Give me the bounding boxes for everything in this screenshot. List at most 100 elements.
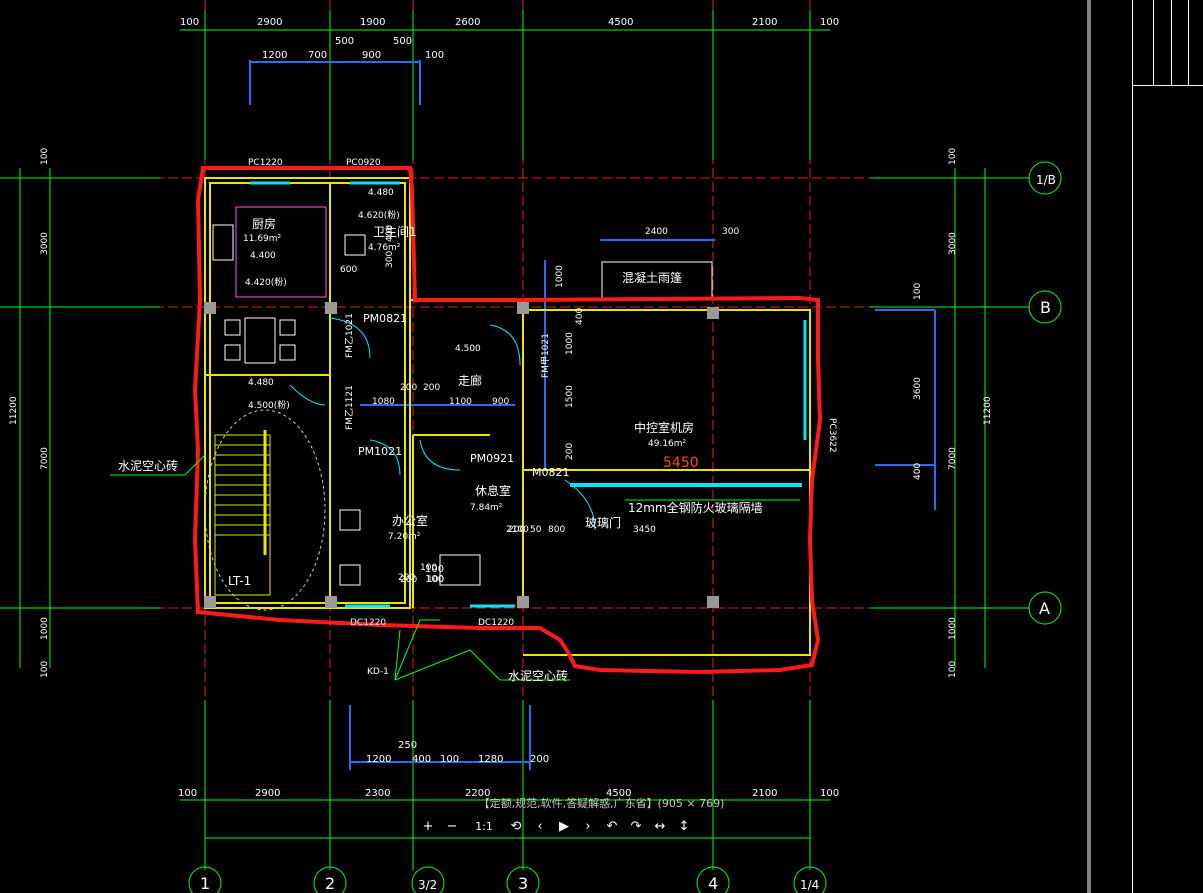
dim-left-1: 3000 [40, 232, 50, 255]
door-pc0920: PC0920 [346, 158, 381, 168]
dim-detail-2: 900 [362, 50, 381, 61]
leaders [110, 454, 800, 681]
room-labels: 厨房 11.69m² 卫生间1 4.76m² 走廊 中控室机房 49.16m² … [228, 216, 694, 588]
doors-annotations [250, 181, 807, 608]
detail-dims [249, 60, 936, 770]
walls [204, 177, 811, 656]
reset-icon[interactable]: ⟲ [510, 819, 522, 834]
axis-row-b: B [1040, 298, 1051, 317]
note-kd: KD-1 [367, 667, 389, 677]
level-5: 4.480 [248, 378, 274, 388]
room-corridor: 走廊 [458, 373, 482, 388]
play-button[interactable]: ▶ [559, 819, 569, 834]
door-pc3622: PC3622 [827, 418, 837, 453]
dim-bottom-6: 100 [820, 788, 839, 799]
dim-bottom-3: 2200 [465, 788, 490, 799]
level-marks: 4.480 4.620(粉) 4.400 4.420(粉) 4.500 4.48… [245, 188, 481, 411]
door-fm1021: FM乙1021 [344, 313, 355, 358]
level-4: 4.500 [455, 344, 481, 354]
dim-detail-0: 1200 [262, 50, 287, 61]
dim-top-0: 100 [180, 17, 199, 28]
dim-rinner-1: 3600 [913, 377, 923, 400]
right-dim-labels: 100 3000 11200 7000 1000 100 100 3600 40… [913, 148, 993, 678]
room-kitchen: 厨房 [252, 216, 276, 231]
dim-top-4: 4500 [608, 17, 633, 28]
idim-cn-0: 2400 [645, 227, 668, 237]
axis-col-2: 2 [325, 874, 335, 893]
level-6: 4.500(粉) [248, 399, 290, 411]
idim-c-3: 1100 [449, 397, 472, 407]
dim-rinner-2: 400 [913, 463, 923, 480]
dim-top-sub-1: 500 [393, 36, 412, 47]
zoom-out-button[interactable]: − [446, 819, 458, 834]
dim-left-3: 7000 [40, 447, 50, 470]
idim-of-2: 100 [427, 575, 444, 585]
kitchen-fixtures [235, 206, 327, 298]
dim-bextra-2: 100 [425, 574, 444, 585]
idim-g-3: 3450 [633, 525, 656, 535]
dim-bdetail-0: 1200 [366, 754, 391, 765]
bottom-dim-labels: 100 2900 2300 2200 4500 2100 100 1200 40… [178, 564, 839, 799]
idim-bv-1: 400 [385, 225, 395, 242]
frame-lines [1087, 0, 1091, 893]
dim-top-3: 2600 [455, 17, 480, 28]
room-stair: LT-1 [228, 574, 251, 588]
dim-top-6: 100 [820, 17, 839, 28]
title-block-col [1153, 0, 1154, 85]
door-dc1220-a: DC1220 [350, 618, 386, 628]
dim-bextra-1: 100 [425, 564, 444, 575]
axis-row-1b: 1/B [1036, 173, 1056, 187]
prev-button[interactable]: ‹ [537, 819, 543, 834]
idim-cv-0: 400 [575, 308, 585, 325]
stair-lt1 [204, 409, 326, 611]
fit-width-icon[interactable]: ↔ [654, 819, 666, 834]
axis-bubbles [188, 161, 1062, 893]
room-rest: 休息室 [475, 483, 511, 498]
note-glass-door: 玻璃门 [585, 515, 621, 530]
room-office: 办公室 [392, 513, 428, 528]
area-kitchen: 11.69m² [243, 234, 282, 244]
dim-top-1: 2900 [257, 17, 282, 28]
idim-c-4: 900 [492, 397, 509, 407]
area-control: 49.16m² [648, 439, 687, 449]
rotate-left-icon[interactable]: ↶ [606, 819, 618, 834]
idim-of-0: 100 [420, 563, 437, 573]
idim-bv-3: 600 [340, 265, 357, 275]
axis-grid [0, 0, 1030, 870]
dim-top-5: 2100 [752, 17, 777, 28]
title-block-col [1171, 0, 1172, 85]
rotate-right-icon[interactable]: ↷ [630, 819, 642, 834]
door-labels: PC1220 PC0920 PM0821 FM乙1021 FM乙1121 PM1… [248, 158, 837, 628]
dim-bdetail-3: 1280 [478, 754, 503, 765]
next-button[interactable]: › [585, 819, 591, 834]
axis-col-3-2: 3/2 [418, 878, 437, 892]
markup-outline [192, 166, 823, 675]
fit-height-icon[interactable]: ↕ [678, 819, 690, 834]
level-3: 4.420(粉) [245, 276, 287, 288]
idim-cv-2: 1500 [565, 385, 575, 408]
columns [204, 302, 719, 608]
annotations: 水泥空心砖 水泥空心砖 12mm全钢防火玻璃隔墙 玻璃门 KD-1 5450 [118, 455, 763, 683]
axis-row-a: A [1039, 599, 1050, 618]
door-m0821: M0821 [532, 466, 570, 479]
dim-bdetail-2: 100 [440, 754, 459, 765]
viewer-toolbar: + − 1:1 ⟲ ‹ ▶ › ↶ ↷ ↔ ↕ [418, 817, 694, 837]
zoom-level[interactable]: 1:1 [475, 820, 493, 833]
idim-c-1: 200 [423, 383, 440, 393]
dim-left-0: 100 [40, 148, 50, 165]
dim-right-3: 7000 [948, 447, 958, 470]
idim-g-1: 50 [530, 525, 542, 535]
dim-right-5: 100 [948, 661, 958, 678]
idim-c-0: 200 [400, 383, 417, 393]
axis-labels: 1/B B A 1 2 3/2 3 4 1/4 [200, 173, 1056, 893]
level-0: 4.480 [368, 188, 394, 198]
dimension-lines [0, 10, 1030, 870]
door-pm0921: PM0921 [470, 452, 514, 465]
title-block-divider [1133, 85, 1203, 86]
dim-top-sub-0: 500 [335, 36, 354, 47]
idim-g-2: 800 [548, 525, 565, 535]
door-fmjia1021: FM甲1021 [540, 333, 551, 378]
dim-rinner-0: 100 [913, 283, 923, 300]
zoom-in-button[interactable]: + [422, 819, 434, 834]
